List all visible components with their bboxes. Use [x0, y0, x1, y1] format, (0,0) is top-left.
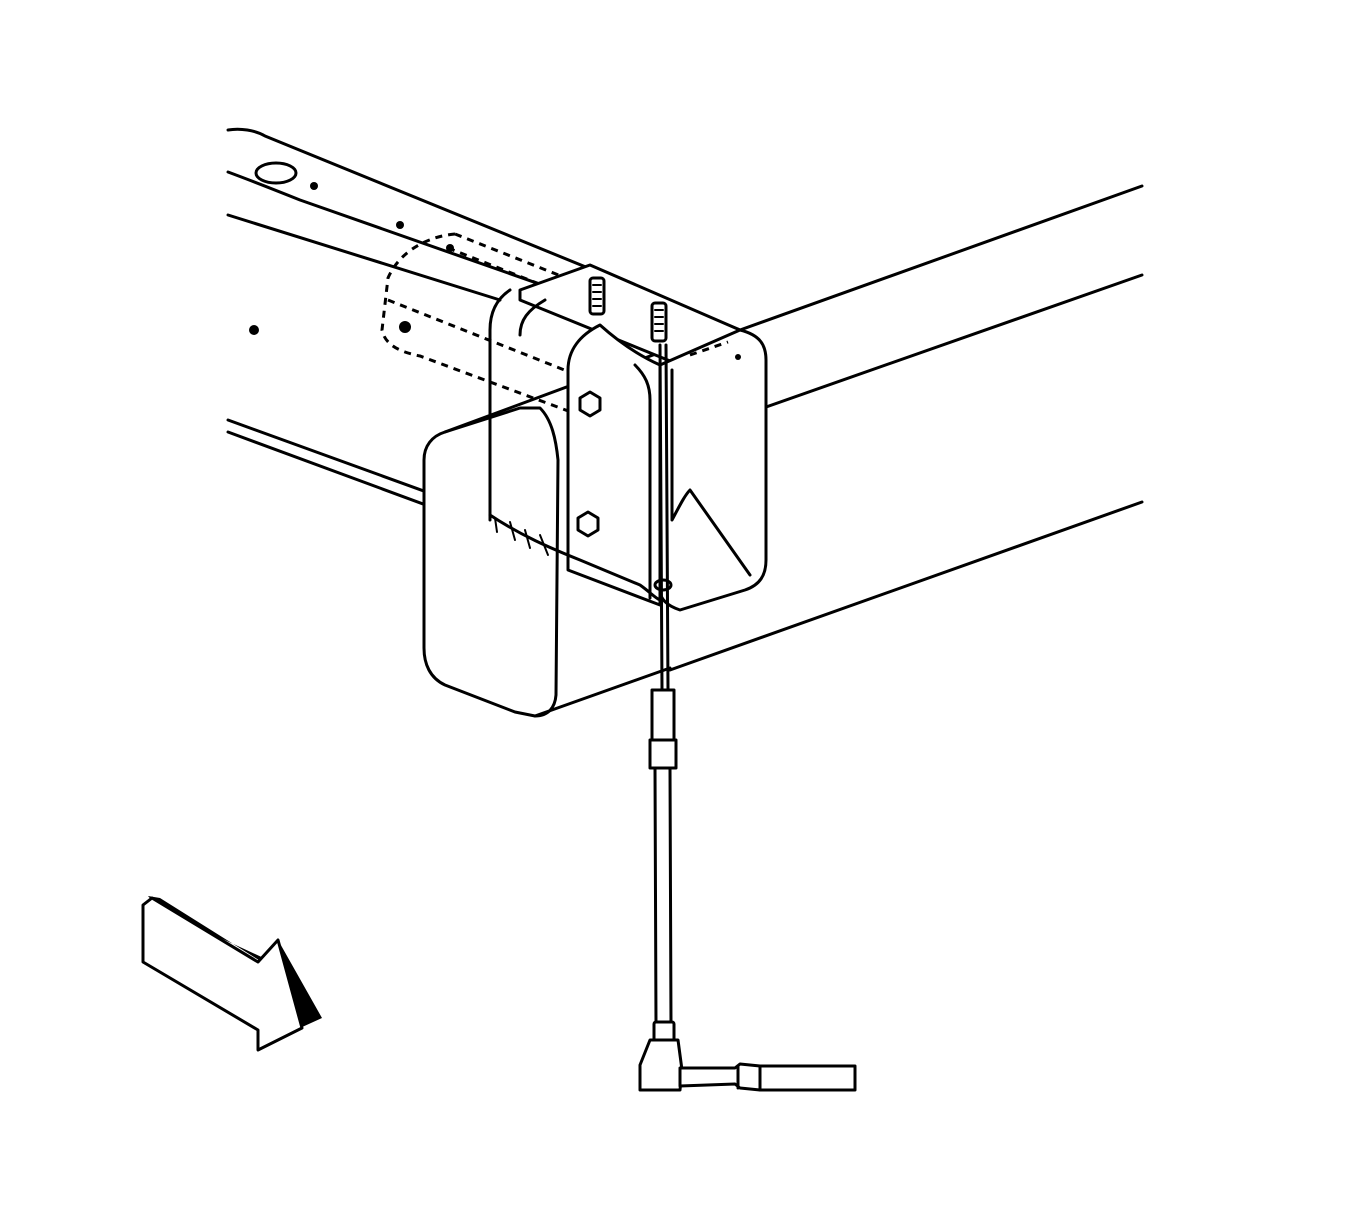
mounting-bracket: [488, 263, 768, 612]
bracket-stud-left: [588, 276, 606, 316]
extension-tool: [638, 343, 857, 1092]
bracket-stud-right: [650, 301, 668, 343]
frame-hole: [254, 161, 298, 185]
frame-end-cap: [422, 343, 682, 718]
frame-rail: [226, 127, 742, 527]
hex-nut-lower: [576, 510, 600, 538]
front-direction-arrow-icon: [141, 896, 322, 1052]
bolt-hole: [653, 578, 673, 592]
hex-nut-upper: [578, 390, 602, 418]
